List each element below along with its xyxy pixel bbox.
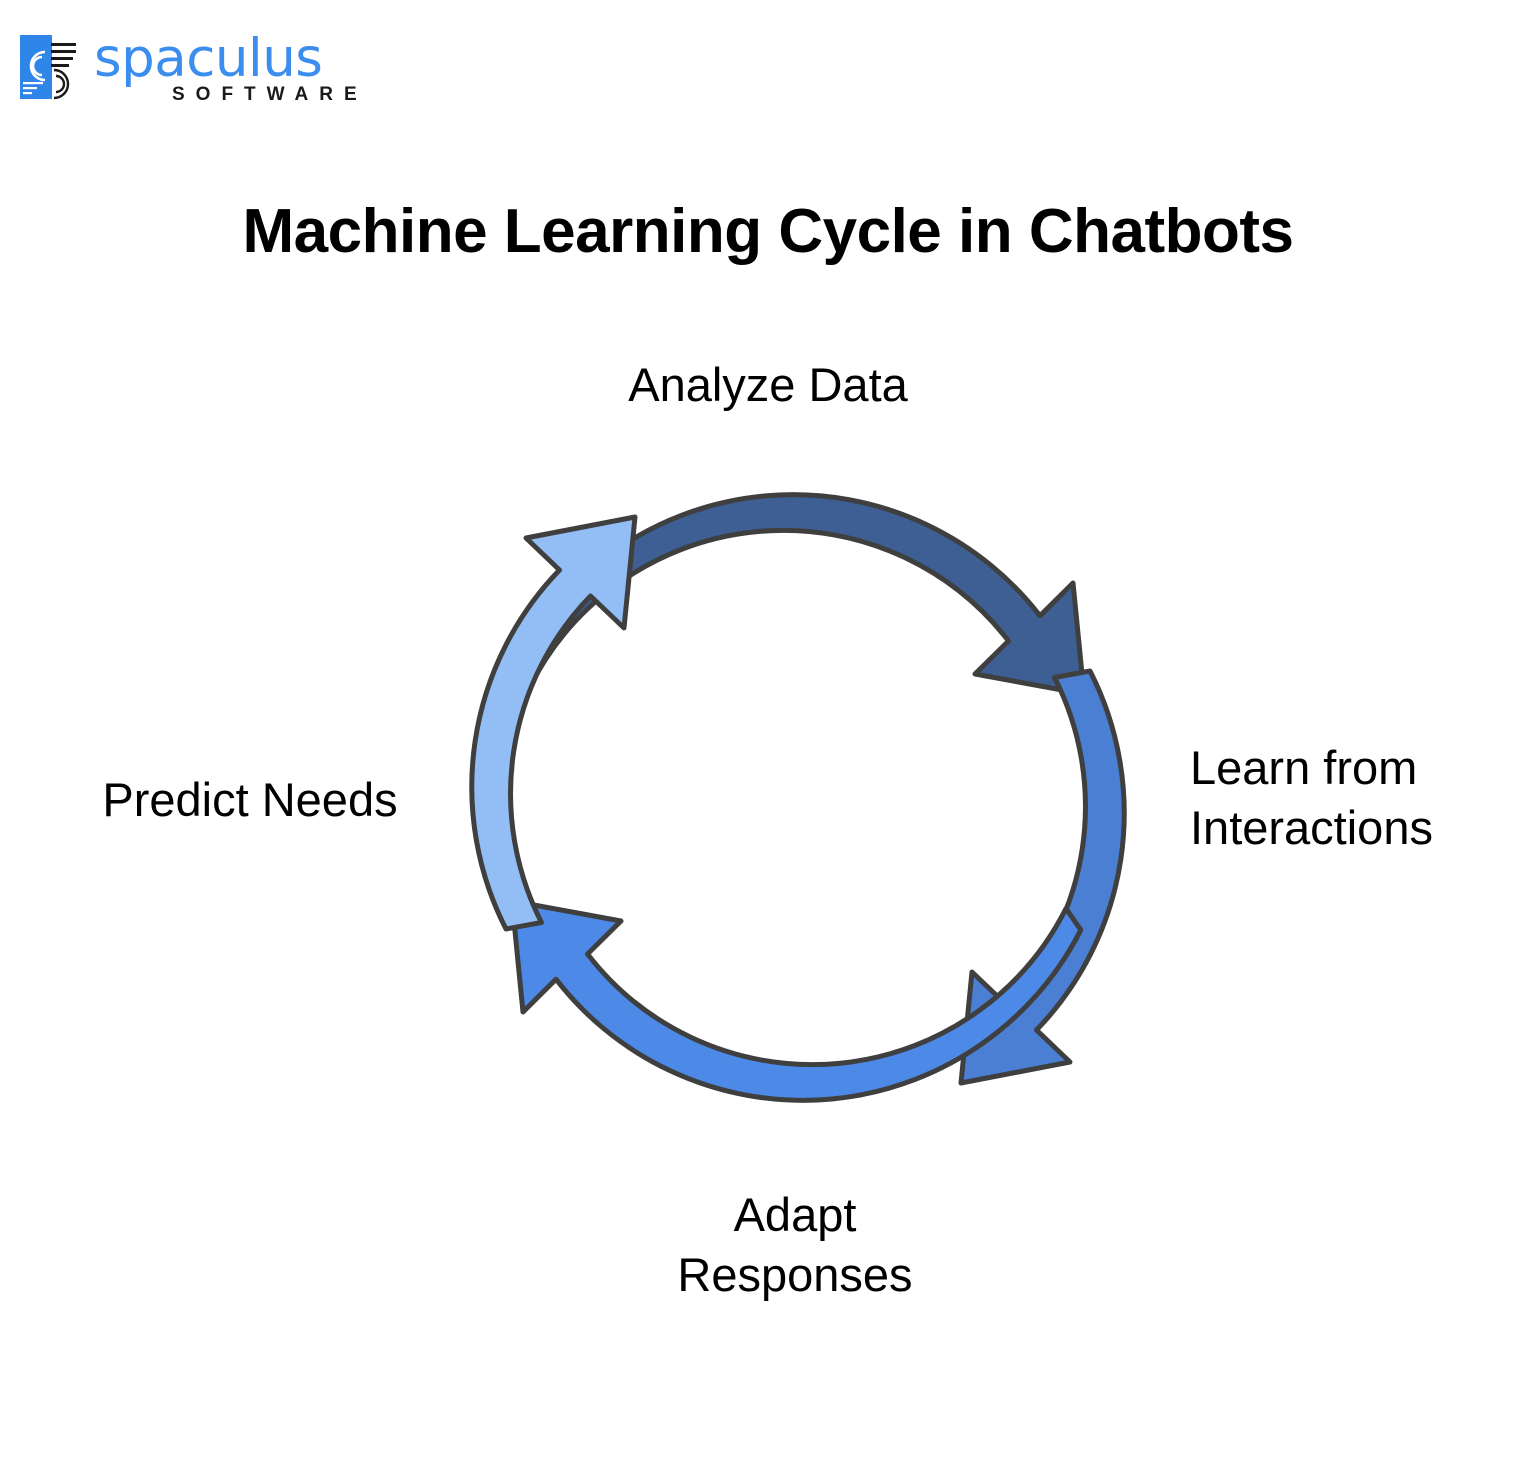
- brand-wordmark: spaculus: [94, 27, 323, 89]
- brand-logo[interactable]: spaculus SOFTWARE: [18, 30, 368, 106]
- cycle-label-adapt-line1: Adapt: [733, 1188, 857, 1241]
- cycle-label-predict-needs: Predict Needs: [102, 773, 398, 826]
- cycle-label-adapt-line2: Responses: [677, 1248, 913, 1302]
- cycle-label-learn-from-interactions: Learn from Interactions: [1190, 738, 1520, 858]
- cycle-arrow-adapt-responses: [509, 898, 1084, 1103]
- spaculus-circuit-s-logo-icon: [18, 30, 84, 106]
- page-title: Machine Learning Cycle in Chatbots: [242, 197, 1294, 266]
- cycle-label-learn-from-line2: Interactions: [1190, 801, 1433, 855]
- brand-subword: SOFTWARE: [172, 84, 368, 106]
- cycle-arrow-predict-needs: [469, 514, 638, 932]
- cycle-label-analyze-data: Analyze Data: [628, 358, 908, 411]
- cycle-label-learn-from-line1: Learn from: [1190, 741, 1418, 794]
- brand-wordmark-group: spaculus SOFTWARE: [94, 27, 368, 106]
- cycle-arrow-analyze-data: [512, 492, 1087, 697]
- cycle-label-adapt-responses: Adapt Responses: [560, 1185, 1030, 1305]
